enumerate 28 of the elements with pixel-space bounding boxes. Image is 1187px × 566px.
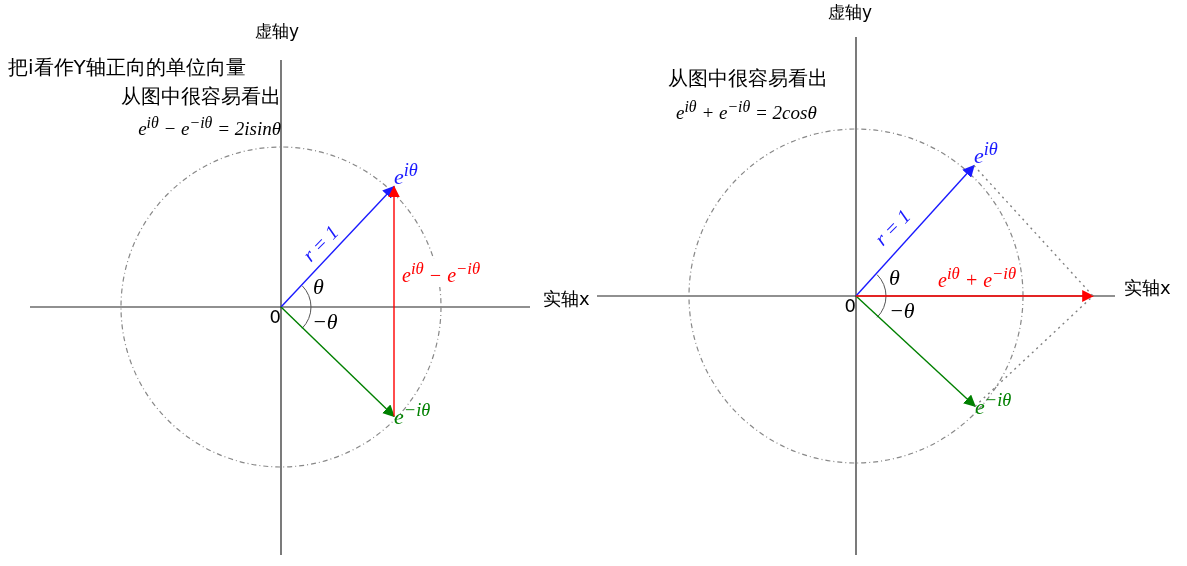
- vector-arrow: [855, 290, 1095, 302]
- dotted-line: [974, 295, 1094, 407]
- note-text: 从图中很容易看出: [668, 67, 828, 90]
- vector-arrow: [388, 185, 400, 417]
- angle-label: θ: [889, 265, 900, 291]
- edge-label: e$^{iθ}$ − e$^{−iθ}$: [402, 259, 481, 287]
- note-text: 把i看作Y轴正向的单位向量: [8, 56, 246, 79]
- vector-arrow: [855, 164, 975, 297]
- axis-label: 虚轴y: [255, 22, 300, 42]
- axis-label: 实轴x: [1124, 278, 1171, 299]
- axis-label: 虚轴y: [828, 3, 873, 23]
- note-text: 从图中很容易看出: [121, 85, 281, 108]
- origin-label: 0: [840, 296, 856, 317]
- formula: e$^{iθ}$ + e$^{−iθ}$ = 2cosθ: [676, 98, 817, 125]
- formula: e$^{iθ}$ − e$^{−iθ}$ = 2isinθ: [138, 114, 281, 141]
- point-label: e$^{−iθ}$: [394, 400, 431, 430]
- point-label: e$^{iθ}$: [974, 139, 998, 169]
- vector-arrow: [280, 185, 395, 308]
- point-label: e$^{−iθ}$: [975, 390, 1012, 420]
- origin-label: 0: [265, 307, 281, 328]
- vector-arrow: [280, 306, 395, 418]
- point-label: e$^{iθ}$: [394, 160, 418, 190]
- angle-label: θ: [313, 274, 324, 300]
- vector-arrow: [855, 295, 976, 408]
- angle-label: −θ: [312, 309, 338, 335]
- axis-label: 实轴x: [543, 289, 590, 310]
- dotted-line: [973, 164, 1094, 297]
- angle-label: −θ: [889, 298, 915, 324]
